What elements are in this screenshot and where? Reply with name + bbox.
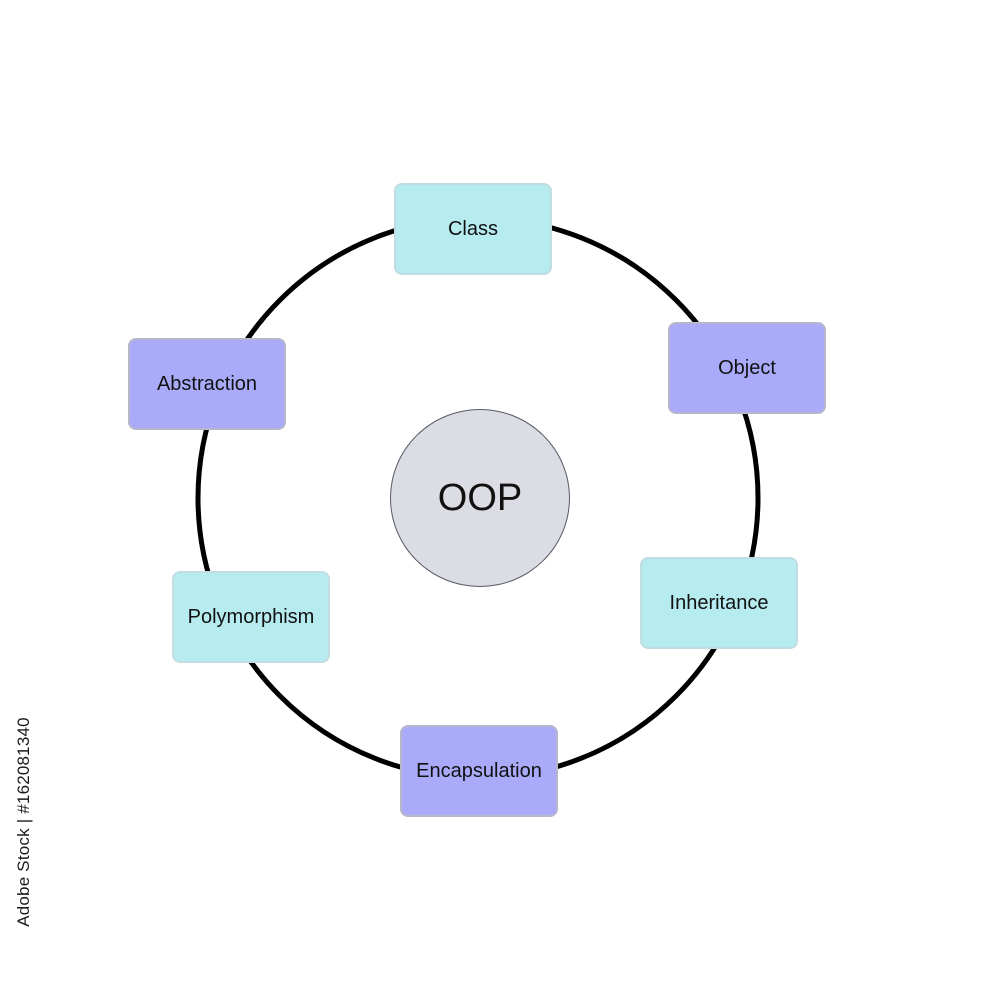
node-label: Abstraction (156, 372, 258, 395)
node-polymorphism: Polymorphism (172, 571, 330, 663)
stock-id-text: Adobe Stock | #162081340 (14, 717, 33, 927)
node-label: Inheritance (669, 591, 769, 614)
center-label: OOP (437, 476, 523, 519)
node-encapsulation: Encapsulation (400, 725, 558, 817)
center-oop-circle: OOP (390, 409, 570, 587)
node-label: Object (718, 356, 776, 379)
node-class: Class (394, 183, 552, 275)
node-abstraction: Abstraction (128, 338, 286, 430)
node-label: Encapsulation (416, 759, 542, 782)
node-label: Polymorphism (187, 605, 315, 628)
stock-id-watermark: Adobe Stock | #162081340 (6, 717, 42, 927)
node-inheritance: Inheritance (640, 557, 798, 649)
node-label: Class (447, 217, 498, 240)
node-object: Object (668, 322, 826, 414)
